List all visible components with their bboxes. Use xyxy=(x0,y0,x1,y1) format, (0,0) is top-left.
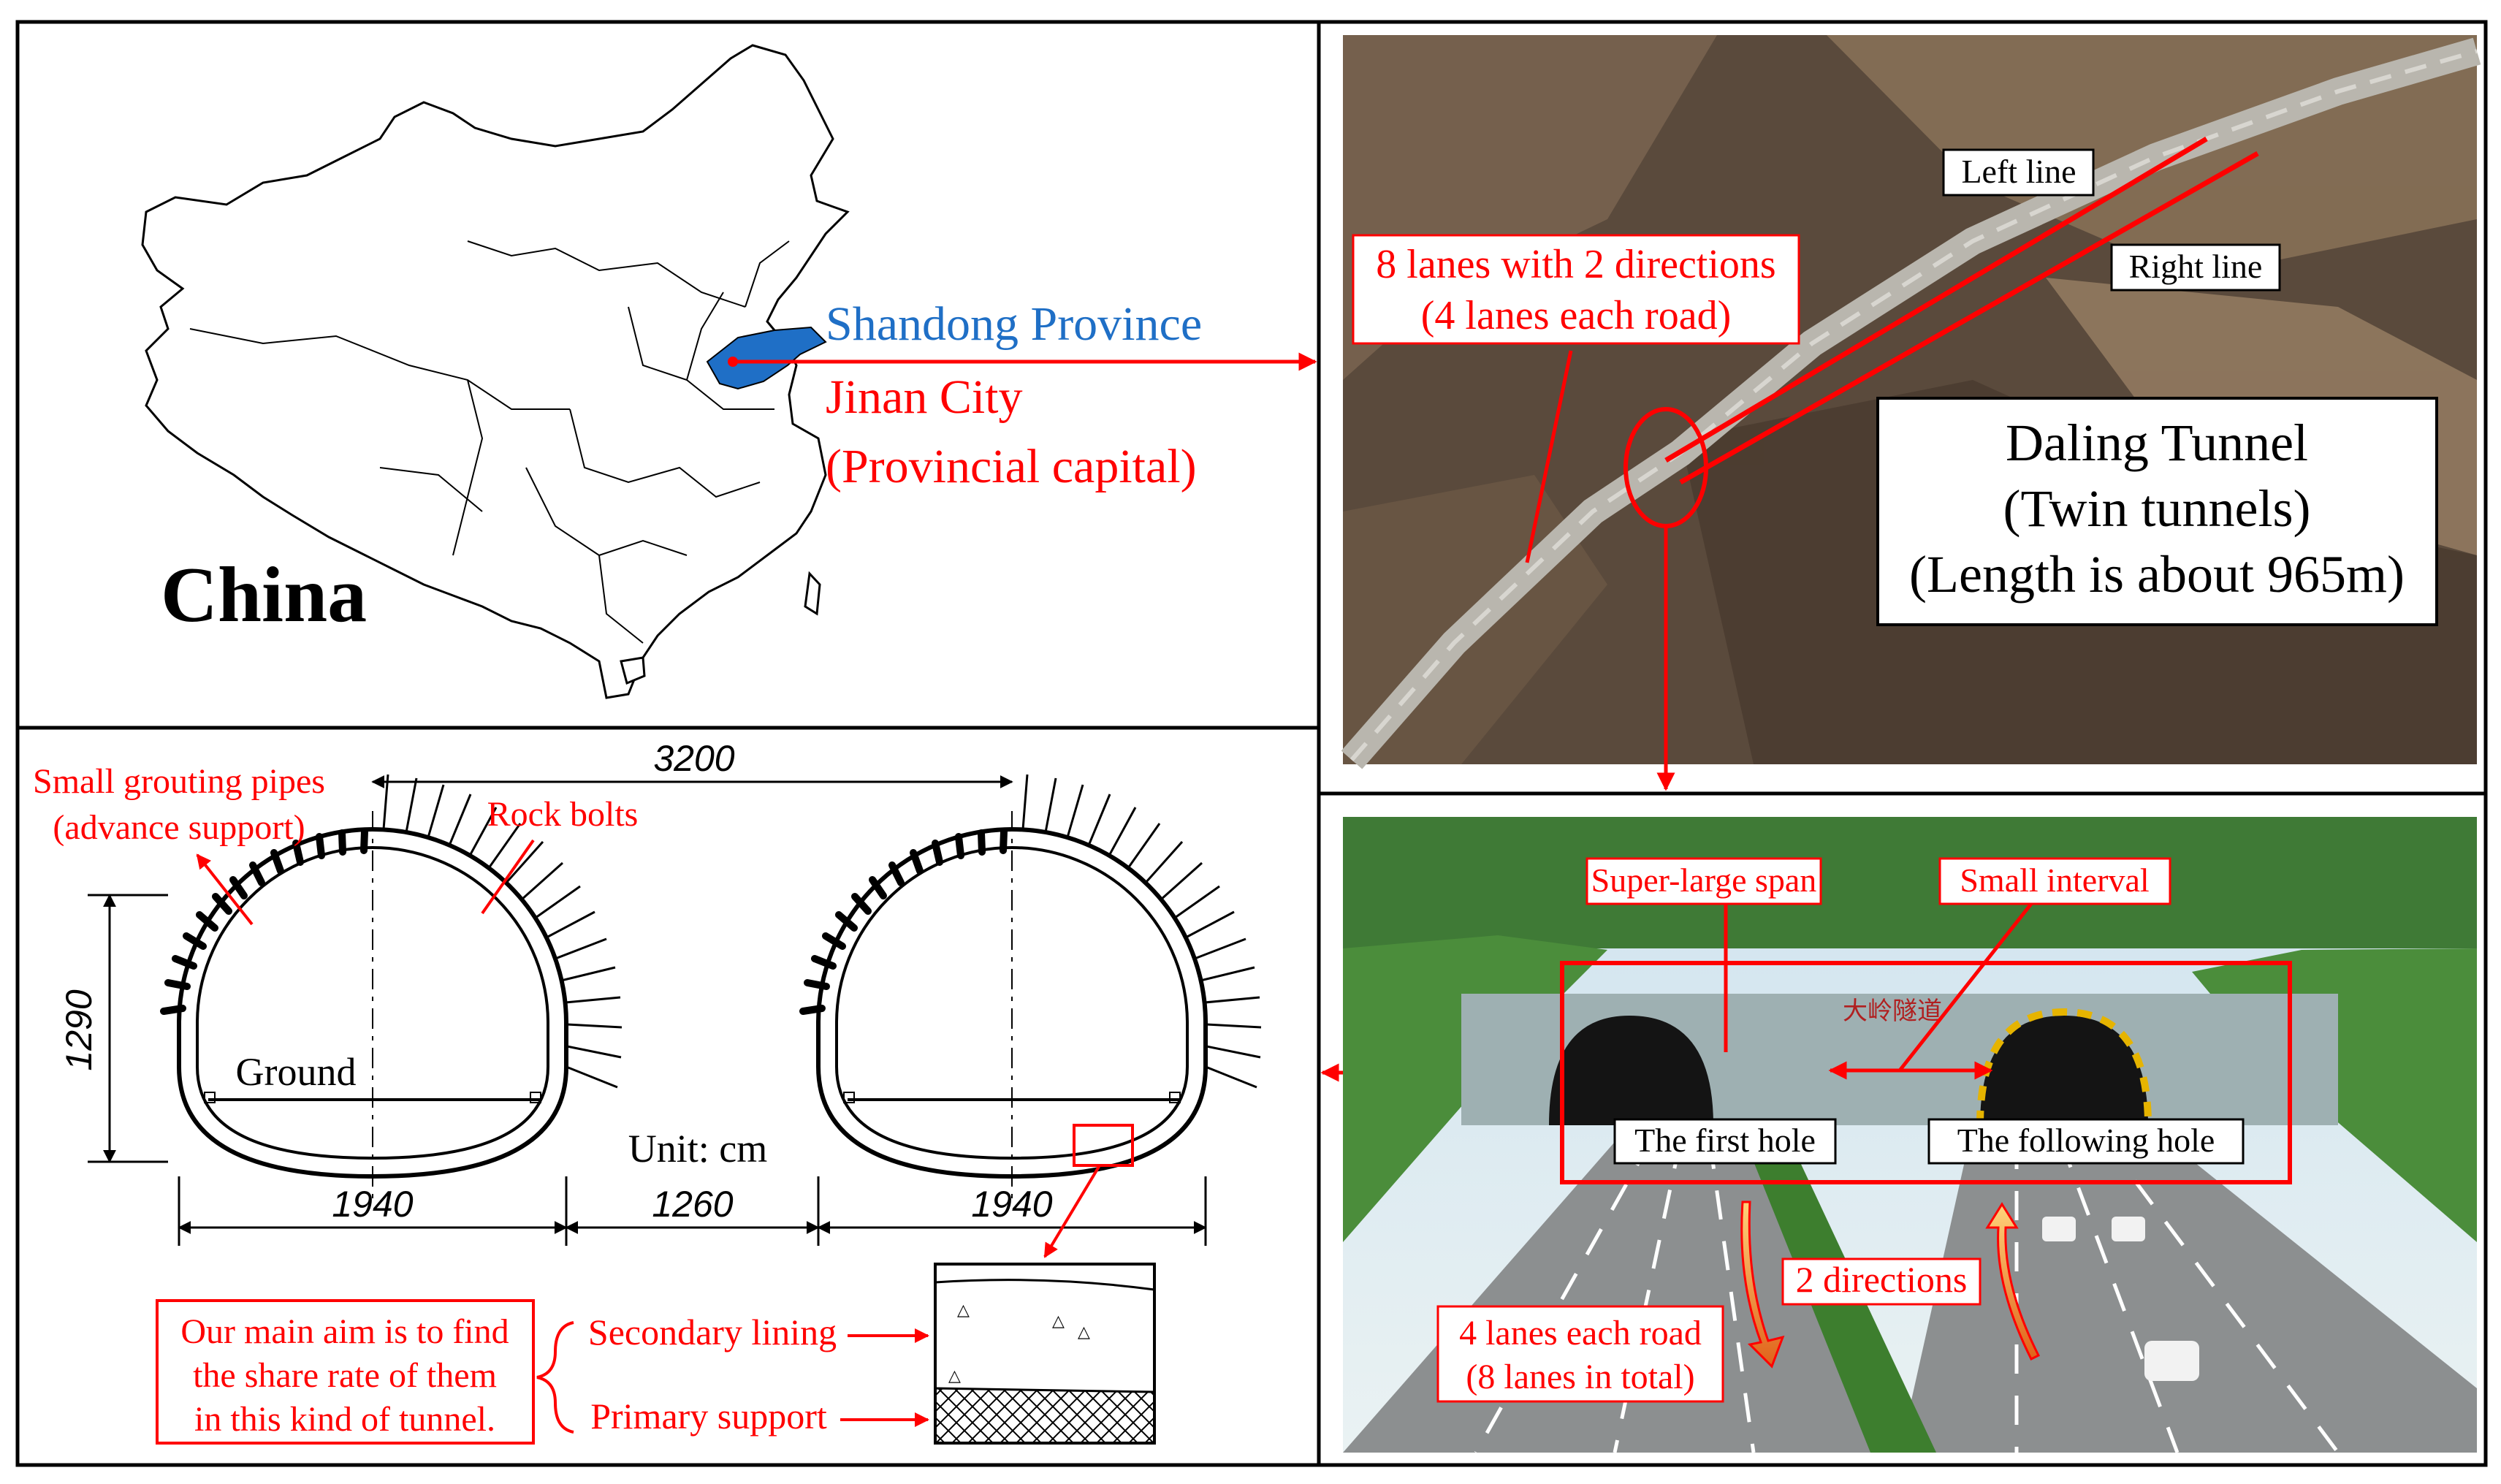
aim-line3: in this kind of tunnel. xyxy=(194,1400,495,1439)
aerial-lanes-line1: 8 lanes with 2 directions xyxy=(1376,242,1775,287)
panel-frames xyxy=(15,20,2488,1467)
tunnel-info-box xyxy=(1876,397,2438,626)
left-tunnel-section xyxy=(177,811,568,1198)
taiwan-shape xyxy=(804,571,821,616)
direction-arrow-up xyxy=(1985,1202,2041,1361)
first-hole-opening xyxy=(1549,1016,1713,1125)
dim-total-label: 3200 xyxy=(653,738,734,779)
tunnel-type: (Twin tunnels) xyxy=(2003,479,2311,538)
dim-gap-label: 1260 xyxy=(652,1184,733,1225)
left-line-marker xyxy=(1664,136,2208,463)
left-line-label: Left line xyxy=(1961,153,2076,190)
dim-left-width-label: 1940 xyxy=(332,1184,413,1225)
tunnel-length: (Length is about 965m) xyxy=(1909,545,2405,604)
right-rock-bolts xyxy=(1021,774,1262,1089)
detail-callout-box xyxy=(1073,1124,1134,1167)
photo-lanes-line2: (8 lanes in total) xyxy=(1466,1358,1694,1396)
country-label: China xyxy=(161,552,367,639)
rock-bolts-pointer xyxy=(481,839,535,915)
province-borders xyxy=(189,240,790,644)
map-panel: China Shandong Province Jinan City (Prov… xyxy=(141,44,1317,699)
rock-bolts-label: Rock bolts xyxy=(487,795,639,834)
cars xyxy=(2042,1217,2199,1381)
unit-label: Unit: cm xyxy=(628,1127,767,1171)
two-directions-box xyxy=(1781,1257,1982,1306)
following-hole-box xyxy=(1927,1118,2245,1165)
primary-support-label: Primary support xyxy=(590,1396,827,1437)
right-tunnel-outer xyxy=(816,827,1208,1179)
photo-lanes-box xyxy=(1436,1305,1724,1403)
right-grouting-pipes xyxy=(799,828,1008,1015)
svg-text:△: △ xyxy=(948,1367,961,1385)
dim-right-width-label: 1940 xyxy=(971,1184,1052,1225)
primary-support-layer xyxy=(934,1387,1156,1445)
two-directions-label: 2 directions xyxy=(1796,1259,1968,1300)
detail-callout-arrow xyxy=(1043,1164,1101,1258)
section-panel: 3200 1290 1940 1260 1940 Ground Unit: cm… xyxy=(33,738,1560,1445)
lanes-label-box xyxy=(1352,234,1800,345)
aim-box xyxy=(156,1299,535,1445)
right-tunnel-inner xyxy=(835,846,1189,1160)
province-label: Shandong Province xyxy=(826,297,1202,351)
highlight-box xyxy=(1560,961,2292,1184)
super-large-span-box xyxy=(1586,857,1822,905)
capital-label: (Provincial capital) xyxy=(826,440,1197,493)
hainan-shape xyxy=(620,656,646,685)
small-interval-label: Small interval xyxy=(1960,861,2149,899)
photo-panel: 大岭隧道 Super-large span Small interval The… xyxy=(1343,817,2477,1454)
secondary-lining-label: Secondary lining xyxy=(588,1312,837,1352)
aerial-lanes-line2: (4 lanes each road) xyxy=(1421,293,1731,338)
tunnel-name: Daling Tunnel xyxy=(2006,414,2308,472)
shandong-province-shape xyxy=(706,326,827,390)
direction-arrow-down xyxy=(1740,1200,1785,1369)
aerial-highway-marking xyxy=(1350,49,2478,761)
grouting-pointer xyxy=(196,853,254,926)
grouting-label-line2: (advance support) xyxy=(53,808,305,847)
lining-detail: △ △ △ △ xyxy=(934,1263,1156,1445)
following-hole-label: The following hole xyxy=(1957,1122,2215,1159)
dimension-lines xyxy=(88,775,1207,1246)
right-tunnel-section xyxy=(816,811,1208,1198)
city-label: Jinan City xyxy=(826,370,1023,424)
small-interval-pointer xyxy=(1898,902,2033,1072)
portal-sign: 大岭隧道 xyxy=(1843,997,1942,1026)
left-line-label-box xyxy=(1942,148,2095,197)
left-tunnel-inner xyxy=(196,846,549,1160)
aim-line1: Our main aim is to find xyxy=(180,1312,509,1351)
svg-text:△: △ xyxy=(957,1301,970,1320)
small-interval-box xyxy=(1938,857,2171,905)
lanes-pointer xyxy=(1525,350,1573,563)
aim-line2: the share rate of them xyxy=(193,1356,497,1395)
dim-height-label: 1290 xyxy=(58,989,99,1070)
left-grouting-pipes xyxy=(160,828,368,1015)
first-hole-box xyxy=(1613,1118,1837,1165)
right-line-label-box xyxy=(2110,243,2281,292)
china-map-outline xyxy=(141,44,850,699)
right-line-label: Right line xyxy=(2129,248,2263,285)
left-rock-bolts xyxy=(382,774,623,1089)
super-large-span-label: Super-large span xyxy=(1591,861,1817,899)
grouting-label-line1: Small grouting pipes xyxy=(33,762,325,801)
left-tunnel-outer xyxy=(177,827,568,1179)
ground-label: Ground xyxy=(236,1050,357,1094)
svg-text:△: △ xyxy=(1078,1323,1090,1342)
following-hole-opening xyxy=(1980,1016,2148,1125)
aerial-panel: Left line Right line 8 lanes with 2 dire… xyxy=(1341,35,2481,791)
brace xyxy=(536,1321,574,1434)
photo-lanes-line1: 4 lanes each road xyxy=(1459,1314,1702,1352)
right-line-marker xyxy=(1679,151,2259,485)
first-hole-label: The first hole xyxy=(1634,1122,1816,1159)
svg-text:△: △ xyxy=(1052,1312,1065,1331)
